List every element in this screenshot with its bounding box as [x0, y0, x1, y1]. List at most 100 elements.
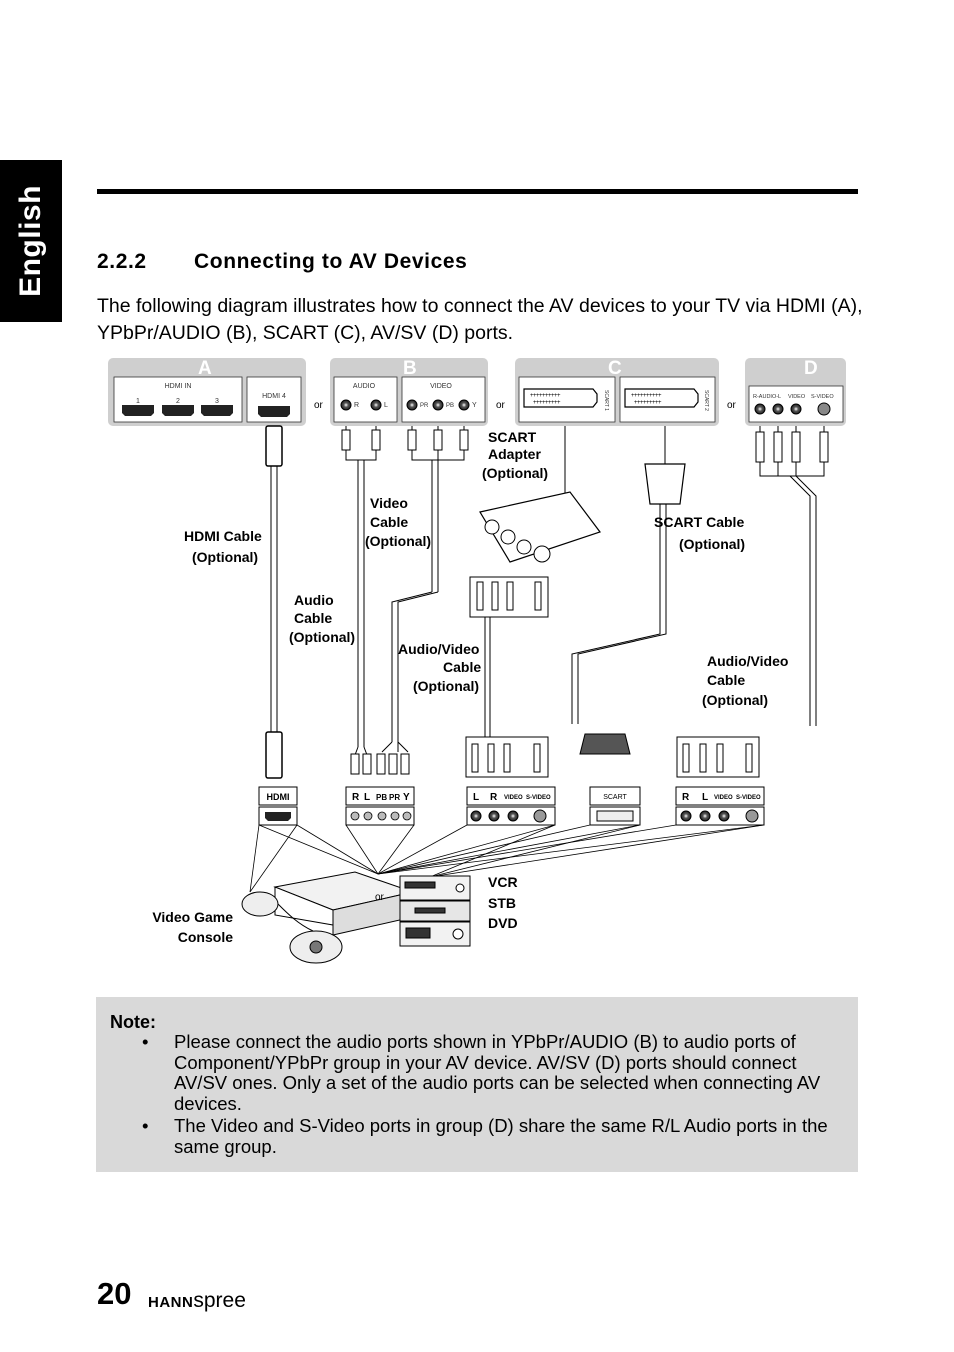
- video-pr-label: PR: [420, 403, 429, 409]
- top-divider: [97, 189, 858, 194]
- device-ports: HDMI R L PB PR Y L R VIDEO S-VIDEO SCART…: [258, 786, 765, 826]
- panel-b-component: B AUDIO R L VIDEO PR PB Y: [330, 358, 488, 426]
- note-box: Note: •Please connect the audio ports sh…: [96, 997, 858, 1172]
- device-comp-pr: PR: [389, 793, 400, 802]
- audio-label: AUDIO: [353, 383, 376, 390]
- svg-text:+++++++++: +++++++++: [634, 400, 662, 406]
- d-audio-r-jack-icon: [754, 403, 766, 415]
- brand-light: spree: [193, 1289, 246, 1312]
- hdmi-port-2-icon: [162, 405, 194, 416]
- audio-l-jack-icon: [370, 399, 382, 411]
- note-item: • The Video and S-Video ports in group (D…: [96, 1115, 858, 1157]
- av-cable-right-label-1: Audio/Video: [707, 653, 788, 669]
- device-comp-l: L: [364, 792, 370, 803]
- vcr-label: VCR: [488, 874, 518, 890]
- panel-a-letter: A: [198, 358, 212, 379]
- d-audio-label: R-AUDIO-L: [753, 394, 781, 400]
- stb-label: STB: [488, 895, 516, 911]
- video-y-jack-icon: [458, 399, 470, 411]
- vcr-stb-dvd-stack-icon: [399, 875, 471, 947]
- hdmi-port-3-label: 3: [215, 398, 219, 405]
- page-number: 20: [97, 1276, 132, 1311]
- device-av-right-r: R: [682, 792, 690, 803]
- device-av-left-video: VIDEO: [504, 795, 523, 801]
- device-comp-pb: PB: [376, 793, 387, 802]
- game-console-label-1: Video Game: [152, 909, 233, 925]
- video-pr-jack-icon: [406, 399, 418, 411]
- note-text: The Video and S-Video ports in group (D)…: [174, 1115, 828, 1157]
- scart2-label: SCART 2: [703, 390, 709, 411]
- bullet: •: [142, 1115, 149, 1136]
- device-av-right-svideo: S-VIDEO: [736, 795, 761, 801]
- video-cable-optional: (Optional): [365, 533, 431, 549]
- device-hdmi-label: HDMI: [267, 792, 290, 802]
- scart-plug-top-icon: [644, 463, 686, 505]
- hdmi-port-3-icon: [201, 405, 233, 416]
- scart-cable-optional: (Optional): [679, 536, 745, 552]
- language-label: English: [14, 185, 47, 297]
- cable-lines: [265, 425, 829, 779]
- audio-r-jack-icon: [340, 399, 352, 411]
- device-av-right-l: L: [702, 792, 708, 803]
- av-cable-left-optional: (Optional): [413, 678, 479, 694]
- hdmi-plug-top-icon: [265, 425, 283, 467]
- av-cable-right-label-2: Cable: [707, 672, 745, 688]
- hdmi-port-4-icon: [258, 406, 290, 417]
- d-audio-l-jack-icon: [772, 403, 784, 415]
- note-title: Note:: [110, 1012, 156, 1032]
- scart-plug-bottom-icon: [579, 733, 631, 755]
- video-y-label: Y: [472, 402, 477, 409]
- device-scart-label: SCART: [603, 794, 627, 801]
- scart1-socket-icon: [523, 388, 598, 408]
- or-label-a: or: [314, 400, 324, 411]
- svg-text:+++++++++: +++++++++: [533, 400, 561, 406]
- scart-adapter-label-1: SCART: [488, 429, 537, 445]
- audio-l-label: L: [384, 402, 388, 409]
- hdmi-port-1-label: 1: [136, 398, 140, 405]
- d-svideo-jack-icon: [817, 402, 831, 416]
- dvd-label: DVD: [488, 915, 518, 931]
- video-cable-label-2: Cable: [370, 514, 408, 530]
- or-label-c: or: [727, 400, 737, 411]
- section-title: Connecting to AV Devices: [194, 250, 468, 273]
- scart-adapter-optional: (Optional): [482, 465, 548, 481]
- audio-cable-optional: (Optional): [289, 629, 355, 645]
- hdmi-in-label: HDMI IN: [165, 383, 192, 390]
- scart-cable-label: SCART Cable: [654, 514, 744, 530]
- or-label-devices: or: [375, 892, 385, 903]
- device-comp-y: Y: [403, 792, 410, 803]
- video-label: VIDEO: [430, 383, 452, 390]
- device-av-left-l: L: [473, 792, 479, 803]
- panel-a-hdmi: A HDMI IN 1 2 3 HDMI 4: [108, 358, 306, 426]
- video-cable-label-1: Video: [370, 495, 408, 511]
- hdmi-port-1-icon: [122, 405, 154, 416]
- audio-cable-label-1: Audio: [294, 592, 334, 608]
- av-cable-left-label-1: Audio/Video: [398, 641, 479, 657]
- device-hdmi-port-icon: [265, 812, 291, 821]
- panel-b-letter: B: [403, 358, 417, 379]
- video-pb-label: PB: [446, 403, 454, 409]
- video-pb-jack-icon: [432, 399, 444, 411]
- panel-c-scart: C ++++++++++ +++++++++ SCART 1 +++++++++…: [515, 358, 719, 426]
- note-list: •Please connect the audio ports shown in…: [96, 1031, 858, 1159]
- device-av-right-video: VIDEO: [714, 795, 733, 801]
- brand-logo: HANNspree: [148, 1289, 246, 1313]
- language-tab: English: [0, 160, 62, 322]
- device-fan-lines: [249, 824, 765, 893]
- hdmi-plug-bottom-icon: [265, 731, 283, 779]
- scart2-socket-icon: [624, 388, 699, 408]
- game-console-icon: [241, 871, 415, 964]
- device-av-left-svideo: S-VIDEO: [526, 795, 551, 801]
- note-item: •Please connect the audio ports shown in…: [96, 1031, 858, 1114]
- d-video-jack-icon: [790, 403, 802, 415]
- d-svideo-label: S-VIDEO: [811, 394, 834, 400]
- av-connection-diagram: A HDMI IN 1 2 3 HDMI 4 or B AUDIO R L VI…: [108, 358, 846, 964]
- hdmi-port-2-label: 2: [176, 398, 180, 405]
- hdmi4-label: HDMI 4: [262, 393, 286, 400]
- svg-text:++++++++++: ++++++++++: [631, 393, 662, 399]
- audio-r-label: R: [354, 402, 359, 409]
- d-video-label: VIDEO: [788, 394, 806, 400]
- or-label-b: or: [496, 400, 506, 411]
- panel-d-letter: D: [804, 358, 818, 379]
